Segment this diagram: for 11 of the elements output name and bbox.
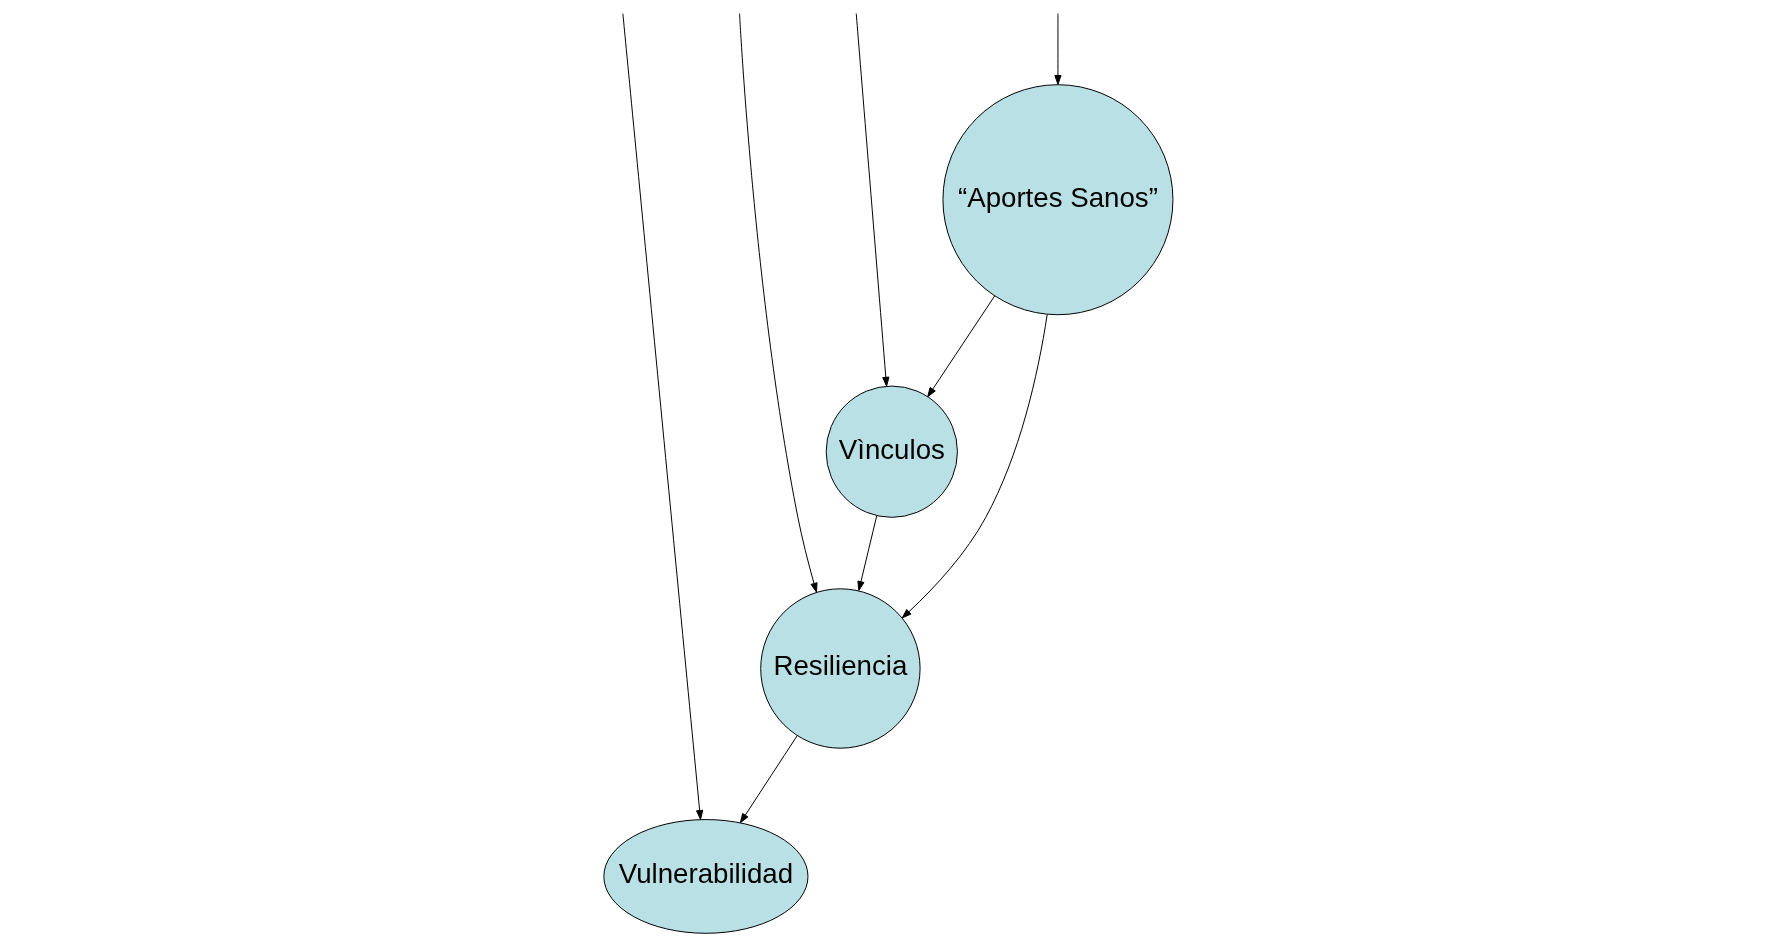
node-ellipse: Vulnerabilidad — [602, 819, 808, 934]
arrow — [738, 12, 818, 593]
arrow — [856, 515, 877, 591]
arrow — [739, 735, 798, 824]
node-circle: Resiliencia — [759, 588, 921, 749]
arrow — [855, 13, 889, 387]
arrow — [1053, 13, 1062, 85]
arrow — [901, 313, 1048, 619]
arrow — [926, 295, 995, 398]
arrow — [621, 13, 703, 820]
node-circle: “Aportes Sanos” — [941, 84, 1173, 316]
